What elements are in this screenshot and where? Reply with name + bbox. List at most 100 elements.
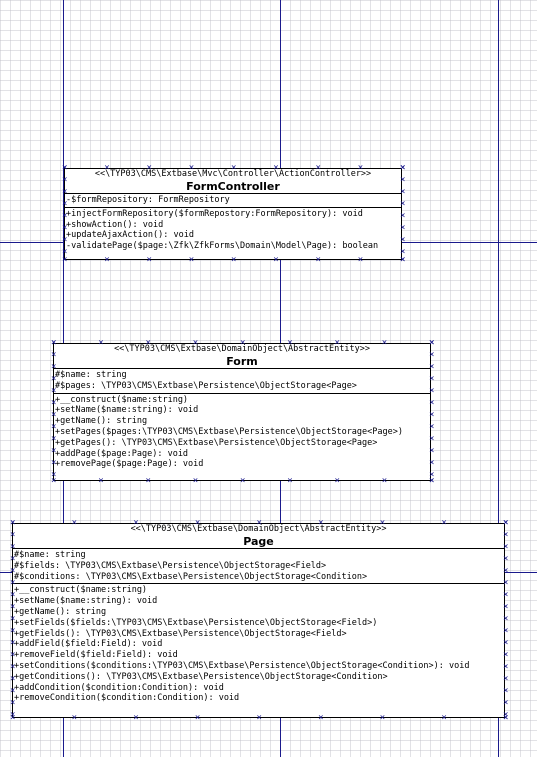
resize-handle-icon[interactable] (429, 377, 434, 382)
class-box-page[interactable]: <<\TYP03\CMS\Extbase\DomainObject\Abstra… (12, 523, 505, 718)
resize-handle-icon[interactable] (72, 716, 77, 721)
resize-handle-icon[interactable] (62, 178, 67, 183)
resize-handle-icon[interactable] (503, 713, 508, 718)
resize-handle-icon[interactable] (316, 258, 321, 263)
resize-handle-icon[interactable] (503, 545, 508, 550)
resize-handle-icon[interactable] (146, 479, 151, 484)
resize-handle-icon[interactable] (503, 617, 508, 622)
resize-handle-icon[interactable] (51, 437, 56, 442)
resize-handle-icon[interactable] (240, 479, 245, 484)
resize-handle-icon[interactable] (429, 341, 434, 346)
resize-handle-icon[interactable] (147, 258, 152, 263)
resize-handle-icon[interactable] (147, 166, 152, 171)
resize-handle-icon[interactable] (133, 521, 138, 526)
resize-handle-icon[interactable] (503, 593, 508, 598)
resize-handle-icon[interactable] (503, 665, 508, 670)
class-box-formcontroller[interactable]: <<\TYP03\CMS\Extbase\Mvc\Controller\Acti… (64, 168, 402, 260)
resize-handle-icon[interactable] (382, 479, 387, 484)
resize-handle-icon[interactable] (193, 341, 198, 346)
resize-handle-icon[interactable] (429, 413, 434, 418)
resize-handle-icon[interactable] (51, 377, 56, 382)
resize-handle-icon[interactable] (429, 401, 434, 406)
resize-handle-icon[interactable] (51, 401, 56, 406)
resize-handle-icon[interactable] (104, 166, 109, 171)
resize-handle-icon[interactable] (335, 341, 340, 346)
resize-handle-icon[interactable] (62, 190, 67, 195)
resize-handle-icon[interactable] (400, 238, 405, 243)
resize-handle-icon[interactable] (51, 365, 56, 370)
resize-handle-icon[interactable] (503, 581, 508, 586)
resize-handle-icon[interactable] (10, 713, 15, 718)
resize-handle-icon[interactable] (503, 557, 508, 562)
resize-handle-icon[interactable] (51, 413, 56, 418)
resize-handle-icon[interactable] (400, 214, 405, 219)
resize-handle-icon[interactable] (503, 569, 508, 574)
resize-handle-icon[interactable] (273, 258, 278, 263)
class-box-form[interactable]: <<\TYP03\CMS\Extbase\DomainObject\Abstra… (53, 343, 431, 481)
resize-handle-icon[interactable] (10, 641, 15, 646)
resize-handle-icon[interactable] (189, 258, 194, 263)
resize-handle-icon[interactable] (400, 226, 405, 231)
resize-handle-icon[interactable] (240, 341, 245, 346)
resize-handle-icon[interactable] (51, 341, 56, 346)
resize-handle-icon[interactable] (441, 521, 446, 526)
resize-handle-icon[interactable] (441, 716, 446, 721)
resize-handle-icon[interactable] (429, 461, 434, 466)
resize-handle-icon[interactable] (318, 716, 323, 721)
resize-handle-icon[interactable] (51, 353, 56, 358)
resize-handle-icon[interactable] (195, 521, 200, 526)
resize-handle-icon[interactable] (10, 605, 15, 610)
resize-handle-icon[interactable] (382, 341, 387, 346)
resize-handle-icon[interactable] (400, 250, 405, 255)
resize-handle-icon[interactable] (231, 166, 236, 171)
resize-handle-icon[interactable] (62, 166, 67, 171)
resize-handle-icon[interactable] (62, 238, 67, 243)
resize-handle-icon[interactable] (51, 449, 56, 454)
resize-handle-icon[interactable] (98, 479, 103, 484)
resize-handle-icon[interactable] (231, 258, 236, 263)
resize-handle-icon[interactable] (257, 521, 262, 526)
resize-handle-icon[interactable] (503, 533, 508, 538)
resize-handle-icon[interactable] (72, 521, 77, 526)
resize-handle-icon[interactable] (51, 425, 56, 430)
resize-handle-icon[interactable] (62, 214, 67, 219)
resize-handle-icon[interactable] (400, 258, 405, 263)
resize-handle-icon[interactable] (51, 389, 56, 394)
resize-handle-icon[interactable] (62, 258, 67, 263)
resize-handle-icon[interactable] (358, 166, 363, 171)
resize-handle-icon[interactable] (10, 593, 15, 598)
resize-handle-icon[interactable] (429, 437, 434, 442)
resize-handle-icon[interactable] (503, 629, 508, 634)
resize-handle-icon[interactable] (104, 258, 109, 263)
resize-handle-icon[interactable] (10, 677, 15, 682)
resize-handle-icon[interactable] (400, 202, 405, 207)
resize-handle-icon[interactable] (193, 479, 198, 484)
resize-handle-icon[interactable] (429, 365, 434, 370)
resize-handle-icon[interactable] (503, 701, 508, 706)
resize-handle-icon[interactable] (10, 557, 15, 562)
resize-handle-icon[interactable] (257, 716, 262, 721)
resize-handle-icon[interactable] (358, 258, 363, 263)
resize-handle-icon[interactable] (503, 677, 508, 682)
resize-handle-icon[interactable] (10, 521, 15, 526)
resize-handle-icon[interactable] (318, 521, 323, 526)
resize-handle-icon[interactable] (10, 701, 15, 706)
resize-handle-icon[interactable] (400, 166, 405, 171)
resize-handle-icon[interactable] (380, 521, 385, 526)
resize-handle-icon[interactable] (10, 545, 15, 550)
resize-handle-icon[interactable] (400, 178, 405, 183)
resize-handle-icon[interactable] (10, 569, 15, 574)
resize-handle-icon[interactable] (273, 166, 278, 171)
resize-handle-icon[interactable] (287, 341, 292, 346)
resize-handle-icon[interactable] (51, 461, 56, 466)
resize-handle-icon[interactable] (195, 716, 200, 721)
resize-handle-icon[interactable] (429, 449, 434, 454)
resize-handle-icon[interactable] (335, 479, 340, 484)
resize-handle-icon[interactable] (51, 473, 56, 478)
resize-handle-icon[interactable] (146, 341, 151, 346)
resize-handle-icon[interactable] (380, 716, 385, 721)
resize-handle-icon[interactable] (62, 226, 67, 231)
resize-handle-icon[interactable] (62, 250, 67, 255)
resize-handle-icon[interactable] (429, 389, 434, 394)
resize-handle-icon[interactable] (10, 653, 15, 658)
